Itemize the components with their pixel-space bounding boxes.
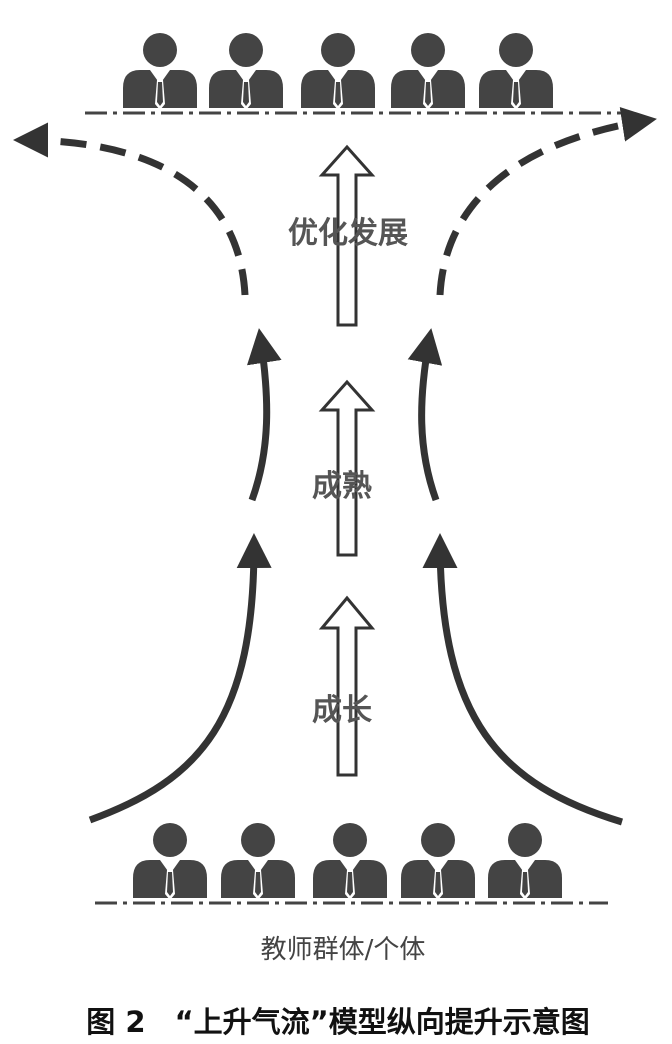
- person-icon: [123, 33, 197, 110]
- group-label: 教师群体/个体: [261, 935, 426, 965]
- right-lower-curve-arrow: [422, 533, 624, 826]
- upward-arrow-optimized-development: [318, 144, 376, 327]
- stage-label-optimized-development: 优化发展: [288, 216, 408, 251]
- left-dashed-outflow-arrow: [13, 122, 249, 296]
- person-icon: [209, 33, 283, 110]
- stage-label-growth: 成长: [312, 693, 372, 728]
- person-icon: [479, 33, 553, 110]
- person-icon: [133, 823, 207, 900]
- right-middle-curve-arrow: [407, 328, 443, 502]
- left-middle-curve-arrow: [246, 328, 282, 502]
- person-icon: [301, 33, 375, 110]
- upward-arrow-growth: [318, 595, 376, 777]
- person-icon: [313, 823, 387, 900]
- person-icon: [391, 33, 465, 110]
- bottom-people-row: [133, 823, 562, 900]
- left-lower-curve-arrow: [88, 533, 272, 824]
- person-icon: [401, 823, 475, 900]
- person-icon: [221, 823, 295, 900]
- right-dashed-outflow-arrow: [436, 106, 657, 296]
- upward-arrow-maturity: [318, 379, 376, 557]
- stage-label-maturity: 成熟: [312, 469, 372, 504]
- top-people-row: [123, 33, 553, 110]
- person-icon: [488, 823, 562, 900]
- figure-caption: 图 2 “上升气流”模型纵向提升示意图: [86, 1005, 589, 1039]
